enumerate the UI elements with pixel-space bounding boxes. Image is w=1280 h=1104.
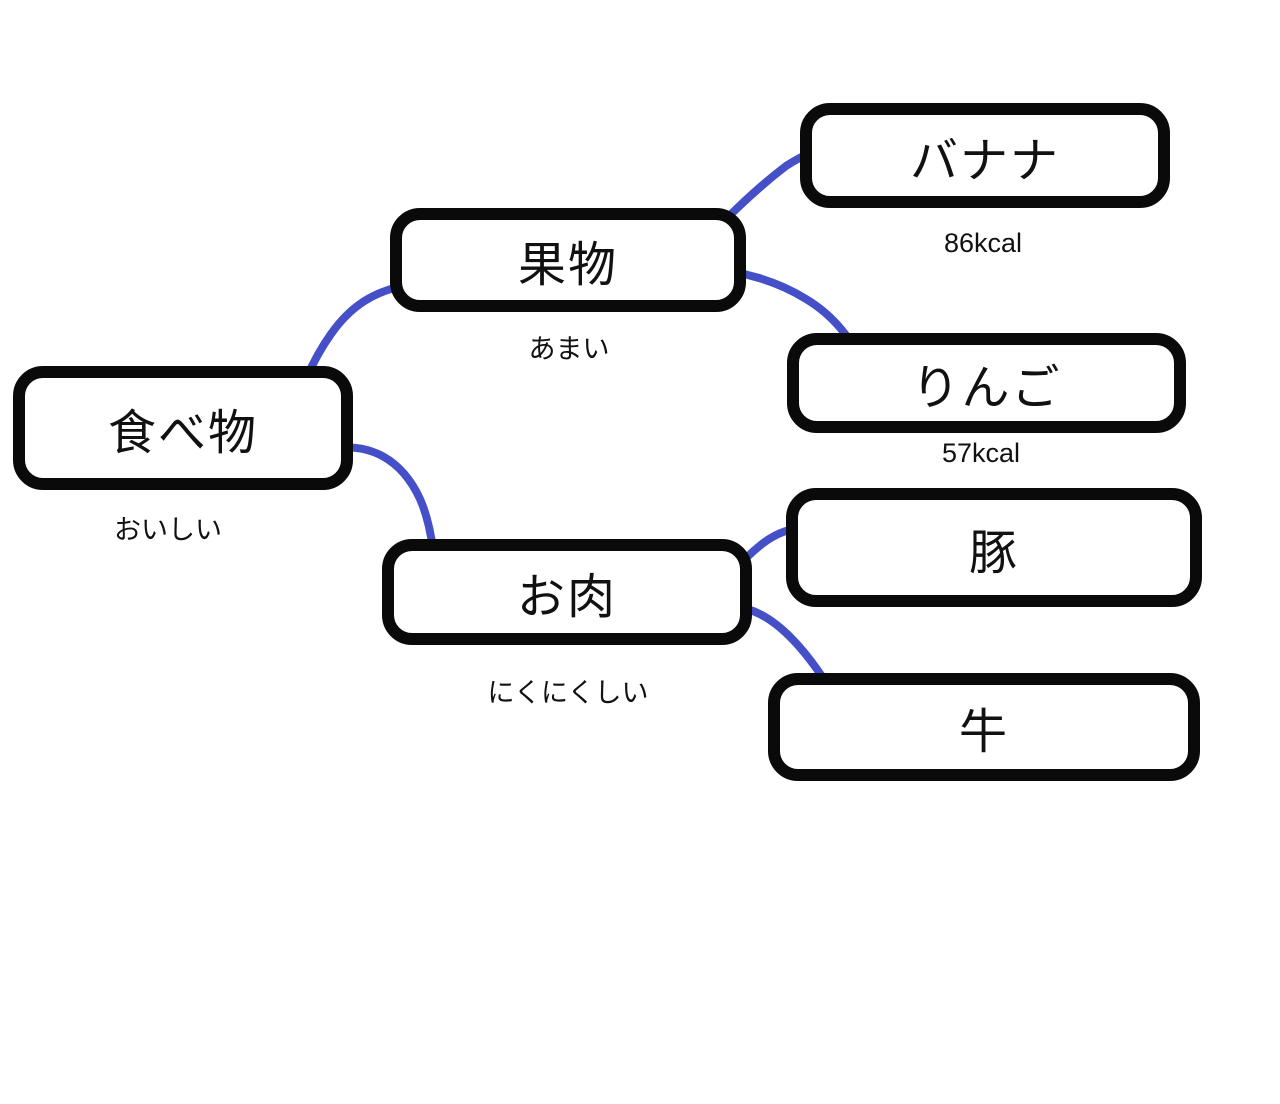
node-apple-sublabel: 57kcal bbox=[941, 438, 1021, 468]
node-meat-label: お肉 bbox=[516, 571, 617, 624]
node-food-label: 食べ物 bbox=[107, 407, 258, 460]
node-fruit-sublabel: あまい bbox=[528, 334, 610, 364]
node-banana-label: バナナ bbox=[909, 134, 1060, 188]
node-banana[interactable]: バナナ bbox=[800, 103, 1170, 208]
node-apple-label: りんご bbox=[911, 362, 1062, 415]
node-meat-sublabel: にくにくしい bbox=[487, 678, 649, 708]
node-beef[interactable]: 牛 bbox=[768, 673, 1200, 781]
node-fruit-label: 果物 bbox=[517, 239, 618, 292]
node-apple[interactable]: りんご bbox=[787, 333, 1186, 433]
node-banana-sublabel: 86kcal bbox=[943, 228, 1023, 258]
node-pork[interactable]: 豚 bbox=[786, 488, 1202, 607]
node-food[interactable]: 食べ物 bbox=[13, 366, 353, 490]
node-fruit[interactable]: 果物 bbox=[390, 208, 746, 312]
node-meat[interactable]: お肉 bbox=[382, 539, 752, 645]
node-pork-label: 豚 bbox=[968, 526, 1019, 580]
node-beef-label: 牛 bbox=[958, 706, 1009, 759]
node-food-sublabel: おいしい bbox=[114, 515, 222, 545]
